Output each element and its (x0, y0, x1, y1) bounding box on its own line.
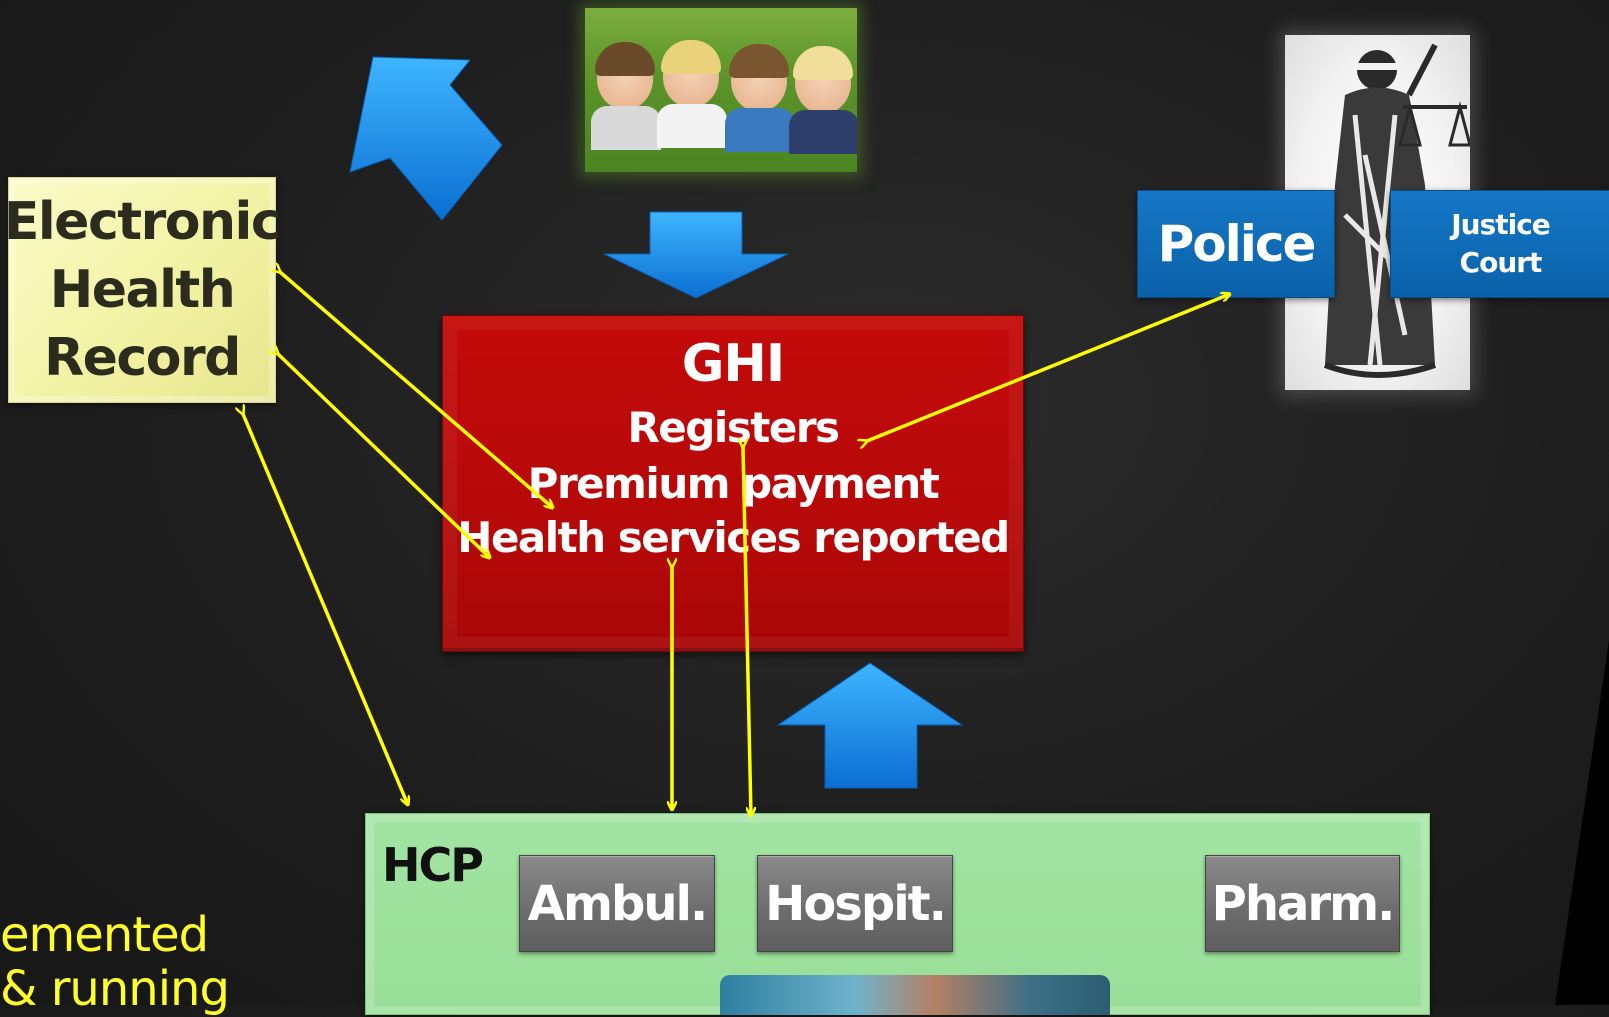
ehr-line: Health (49, 260, 236, 320)
ghi-title: GHI (681, 334, 786, 394)
ghi-box: GHI Registers Premium payment Health ser… (442, 315, 1024, 652)
police-box: Police (1137, 190, 1335, 298)
surgery-photo (720, 975, 1110, 1015)
provider-label: Pharm. (1211, 875, 1396, 932)
footnote-line: & running (0, 961, 230, 1017)
child-shirt (657, 104, 727, 148)
ambulatory-provider: Ambul. (519, 855, 715, 952)
ehr-line: Electronic (3, 192, 282, 252)
corner-shape (1555, 640, 1609, 1005)
justice-line: Justice (1451, 208, 1551, 241)
justice-line: Court (1459, 246, 1543, 279)
ghi-health-services-reported: Health services reported (457, 513, 1010, 562)
up-flow-arrow-icon (776, 662, 964, 789)
child-shirt (725, 108, 795, 152)
connector-ehr-hcp (243, 414, 408, 805)
footnote-line: emented (0, 907, 209, 963)
child-hair (729, 44, 789, 78)
police-label: Police (1157, 215, 1317, 273)
child-hair (661, 40, 721, 74)
down-flow-arrow-icon (603, 211, 789, 299)
electronic-health-record-box: Electronic Health Record (4, 177, 282, 403)
child-hair (595, 42, 655, 76)
ghi-premium-payment: Premium payment (527, 459, 940, 508)
child-shirt (591, 106, 661, 150)
provider-label: Ambul. (527, 875, 708, 932)
pharmacy-provider: Pharm. (1205, 855, 1400, 952)
ghi-registers: Registers (627, 403, 840, 452)
child-shirt (789, 110, 857, 154)
hcp-label: HCP (382, 838, 484, 892)
children-photo (585, 8, 857, 172)
ehr-line: Record (44, 328, 241, 388)
provider-label: Hospit. (765, 875, 947, 932)
diagonal-flow-arrow-icon (349, 56, 503, 221)
child-hair (793, 46, 853, 80)
footnote-text: emented & running (0, 907, 230, 1017)
justice-court-box: Justice Court (1390, 190, 1609, 298)
hospital-provider: Hospit. (757, 855, 953, 952)
